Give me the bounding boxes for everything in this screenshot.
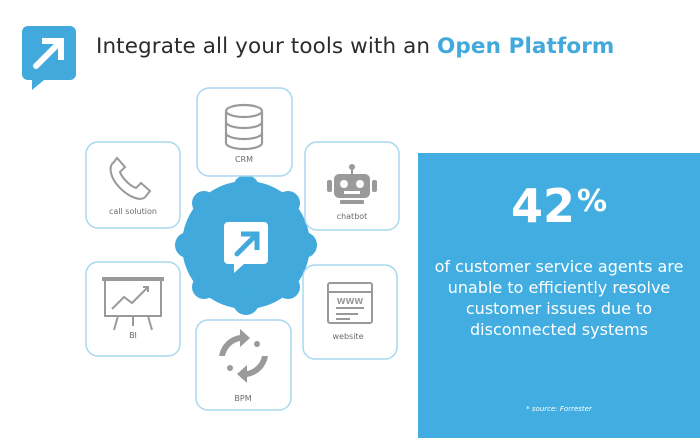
tile-bpm <box>195 319 292 411</box>
chart-board-icon <box>102 277 164 331</box>
brand-logo-icon <box>22 26 76 90</box>
stat-number: 42% <box>418 183 700 229</box>
title-prefix: Integrate all your tools with an <box>96 34 438 59</box>
stat-panel: 42% of customer service agents are unabl… <box>418 153 700 438</box>
tile-label-website: website <box>332 332 364 341</box>
stat-description: of customer service agents are unable to… <box>434 257 684 339</box>
tile-label-crm: CRM <box>234 155 254 164</box>
tile-call-solution <box>85 141 181 229</box>
tile-label-chatbot: chatbot <box>336 212 368 221</box>
stat-value: 42 <box>510 179 575 233</box>
browser-window-text: WWW <box>337 297 364 306</box>
brand-arrow-icon <box>224 222 268 273</box>
page-title: Integrate all your tools with an Open Pl… <box>96 34 614 59</box>
tile-bi <box>85 261 181 357</box>
phone-icon <box>109 156 152 200</box>
browser-window-icon <box>327 282 373 324</box>
cycle-arrows-icon <box>219 329 268 383</box>
tile-website <box>302 264 398 360</box>
robot-icon <box>327 164 377 204</box>
title-highlight: Open Platform <box>437 34 615 59</box>
tile-crm <box>196 87 293 177</box>
tile-label-bi: BI <box>129 331 137 340</box>
tile-label-call-solution: call solution <box>109 207 157 216</box>
stat-unit: % <box>576 184 608 219</box>
stat-source: * source: Forrester <box>526 405 592 413</box>
tile-label-bpm: BPM <box>234 394 252 403</box>
database-icon <box>224 103 264 151</box>
